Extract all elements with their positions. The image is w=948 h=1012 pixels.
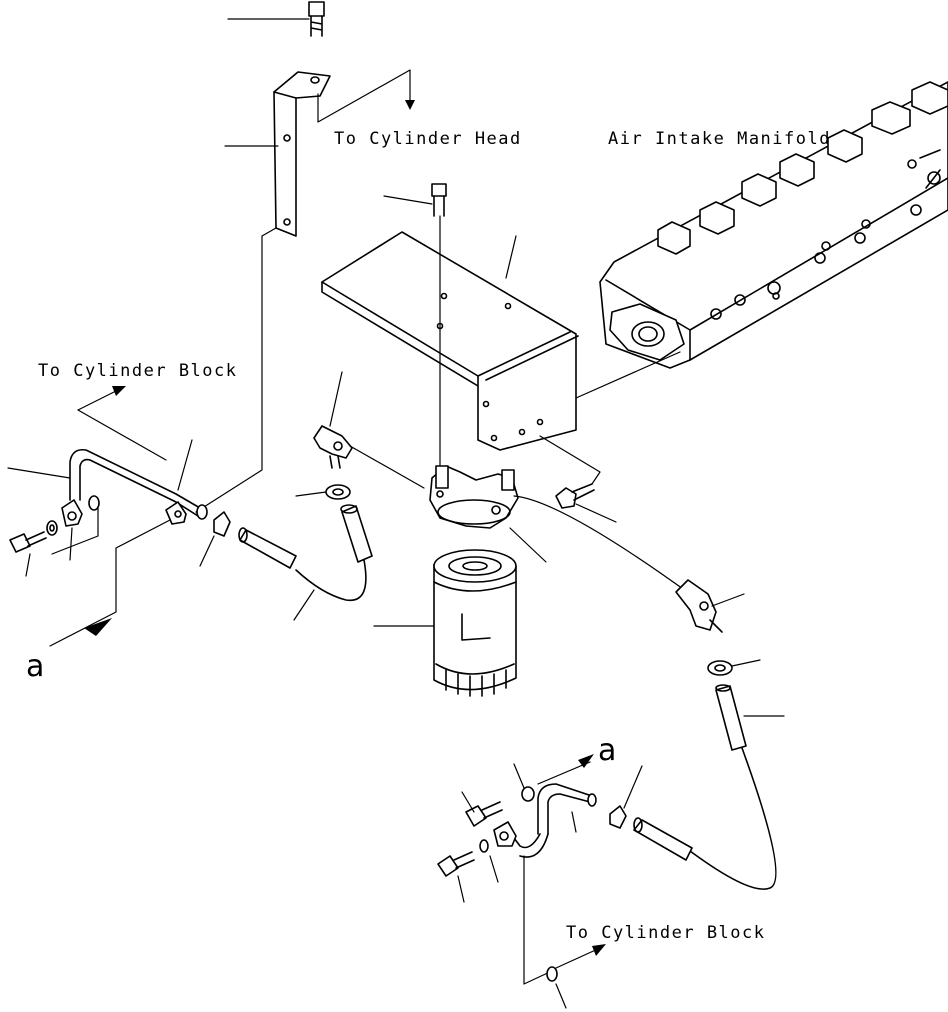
left-hose-line xyxy=(295,559,367,602)
leader-line-right-bolt-top xyxy=(461,791,475,813)
right-small-clip xyxy=(609,805,627,829)
air-intake-manifold xyxy=(599,81,948,369)
right-hose-end-upper xyxy=(715,684,747,751)
leader-line-plate-bolt xyxy=(383,195,433,205)
leader-line-left-clamp xyxy=(295,491,327,497)
left-washer-a xyxy=(88,495,100,511)
leader-line-left-bolt xyxy=(25,553,31,577)
filter-bracket-plate xyxy=(321,231,579,451)
leader-line-right-washer-top xyxy=(513,763,525,789)
right-washer-top xyxy=(521,786,535,802)
leader-line-right-bolt xyxy=(575,503,617,523)
left-oil-tube xyxy=(69,448,208,525)
fitting-to-head-line xyxy=(349,445,425,489)
right-hose-clamp xyxy=(707,660,733,676)
right-hose-end-lower xyxy=(633,817,693,861)
left-hose-clamp xyxy=(325,484,351,500)
leader-line-right-tube xyxy=(571,811,577,833)
air-intake-manifold-label: Air Intake Manifold xyxy=(608,129,831,149)
right-banjo-bolt-top xyxy=(465,801,503,827)
leader-line-left-hose xyxy=(293,589,315,621)
filter-head xyxy=(429,465,519,529)
to-cylinder-block-label-left: To Cylinder Block xyxy=(38,361,238,381)
leader-line-left-bracket xyxy=(177,439,193,491)
leader-line-filter-head xyxy=(509,527,547,563)
right-hose-line xyxy=(685,747,777,890)
leader-line-right-bottom-washer xyxy=(555,983,567,1009)
to-cylinder-head-arrow xyxy=(317,69,415,123)
left-small-clip xyxy=(213,511,231,537)
to-cylinder-block-arrowhead-right xyxy=(592,944,606,956)
left-eye-fitting xyxy=(61,499,83,527)
right-eye-fitting xyxy=(493,821,517,847)
leader-line-right-fitting xyxy=(711,593,745,607)
connector-a-label-right: a xyxy=(598,733,616,768)
plate-bolt xyxy=(431,183,447,217)
plate-to-manifold-line xyxy=(575,351,681,399)
leader-line-left-clip xyxy=(199,535,215,567)
to-cylinder-block-arrow-left xyxy=(77,386,167,461)
connector-a-line-left xyxy=(49,519,171,647)
right-bottom-washer xyxy=(546,966,558,982)
leader-line-left-tube xyxy=(7,467,71,479)
connector-a-arrow-left xyxy=(84,618,112,636)
left-hose-end-lower xyxy=(238,527,297,569)
leader-line-right-washer-bottom xyxy=(489,855,499,883)
left-banjo-bolt xyxy=(9,531,47,553)
left-hose-end-upper xyxy=(340,504,373,563)
to-cylinder-block-line-right xyxy=(523,855,555,985)
leader-line-right-clamp xyxy=(731,659,761,667)
right-plate-bolt xyxy=(555,483,595,509)
to-cylinder-block-arrow-right xyxy=(555,947,601,969)
head-to-right-fitting-line xyxy=(513,495,691,595)
to-cylinder-head-label: To Cylinder Head xyxy=(334,129,522,149)
bracket-to-tube-line xyxy=(195,227,277,513)
support-bracket xyxy=(273,71,331,237)
plate-to-bolt-line xyxy=(539,435,601,485)
to-cylinder-block-label-right: To Cylinder Block xyxy=(566,923,766,943)
right-banjo-bolt-bottom xyxy=(437,851,475,877)
connector-a-label-left: a xyxy=(26,649,44,684)
leader-line-plate xyxy=(505,235,517,279)
right-oil-tube xyxy=(507,783,597,858)
leader-line-left-fitting xyxy=(329,371,343,427)
leader-line-right-bolt-bottom xyxy=(457,875,465,903)
oil-filter-cartridge xyxy=(433,549,517,697)
leader-line-right-clip xyxy=(623,765,643,809)
connector-a-arrow-right xyxy=(578,754,594,768)
left-leader-group xyxy=(51,507,99,561)
top-bolt xyxy=(308,1,325,37)
connector-a-line-right xyxy=(537,761,591,785)
left-washer-b xyxy=(46,520,58,536)
right-elbow-fitting xyxy=(675,579,723,633)
left-elbow-fitting xyxy=(313,425,353,469)
right-washer-bottom xyxy=(479,839,489,853)
